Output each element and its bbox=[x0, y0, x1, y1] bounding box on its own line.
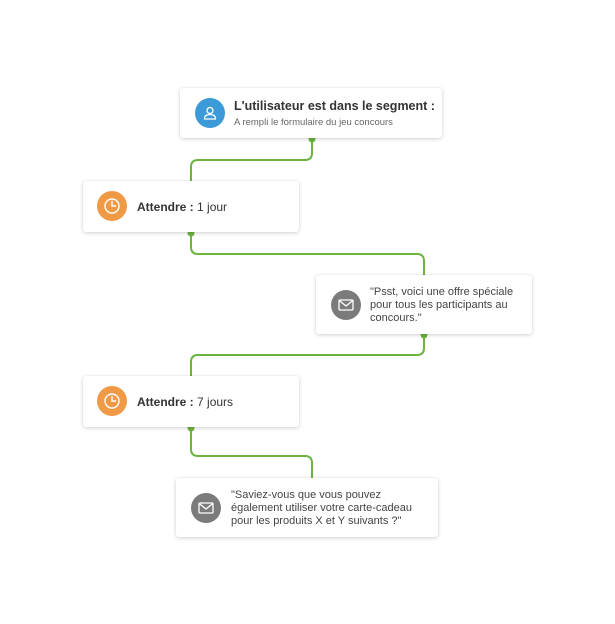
segment-title: L'utilisateur est dans le segment : bbox=[234, 99, 435, 113]
connector-wait-1-to-message-1 bbox=[190, 232, 425, 275]
user-icon bbox=[195, 98, 225, 128]
envelope-icon bbox=[331, 290, 361, 320]
connector-message-1-to-wait-2 bbox=[190, 334, 425, 376]
clock-icon bbox=[97, 191, 127, 221]
clock-icon bbox=[97, 386, 127, 416]
wait-text: Attendre : 7 jours bbox=[137, 395, 233, 409]
segment-subtitle: A rempli le formulaire du jeu concours bbox=[234, 117, 393, 128]
wait-card-7-days[interactable]: Attendre : 7 jours bbox=[83, 376, 299, 427]
connector-segment-to-wait-1 bbox=[190, 138, 313, 181]
wait-duration: 1 jour bbox=[197, 200, 228, 214]
wait-duration: 7 jours bbox=[197, 395, 234, 409]
envelope-icon bbox=[191, 493, 221, 523]
segment-condition-card[interactable]: L'utilisateur est dans le segment : A re… bbox=[180, 88, 442, 138]
wait-label: Attendre : bbox=[137, 200, 194, 214]
wait-card-1-day[interactable]: Attendre : 1 jour bbox=[83, 181, 299, 232]
wait-label: Attendre : bbox=[137, 395, 194, 409]
connector-wait-2-to-message-2 bbox=[190, 427, 313, 478]
wait-text: Attendre : 1 jour bbox=[137, 200, 227, 214]
message-card-1[interactable]: "Psst, voici une offre spéciale pour tou… bbox=[316, 275, 532, 334]
message-text: "Psst, voici une offre spéciale pour tou… bbox=[370, 286, 514, 324]
message-card-2[interactable]: "Saviez-vous que vous pouvez également u… bbox=[176, 478, 438, 537]
message-text: "Saviez-vous que vous pouvez également u… bbox=[231, 489, 412, 527]
